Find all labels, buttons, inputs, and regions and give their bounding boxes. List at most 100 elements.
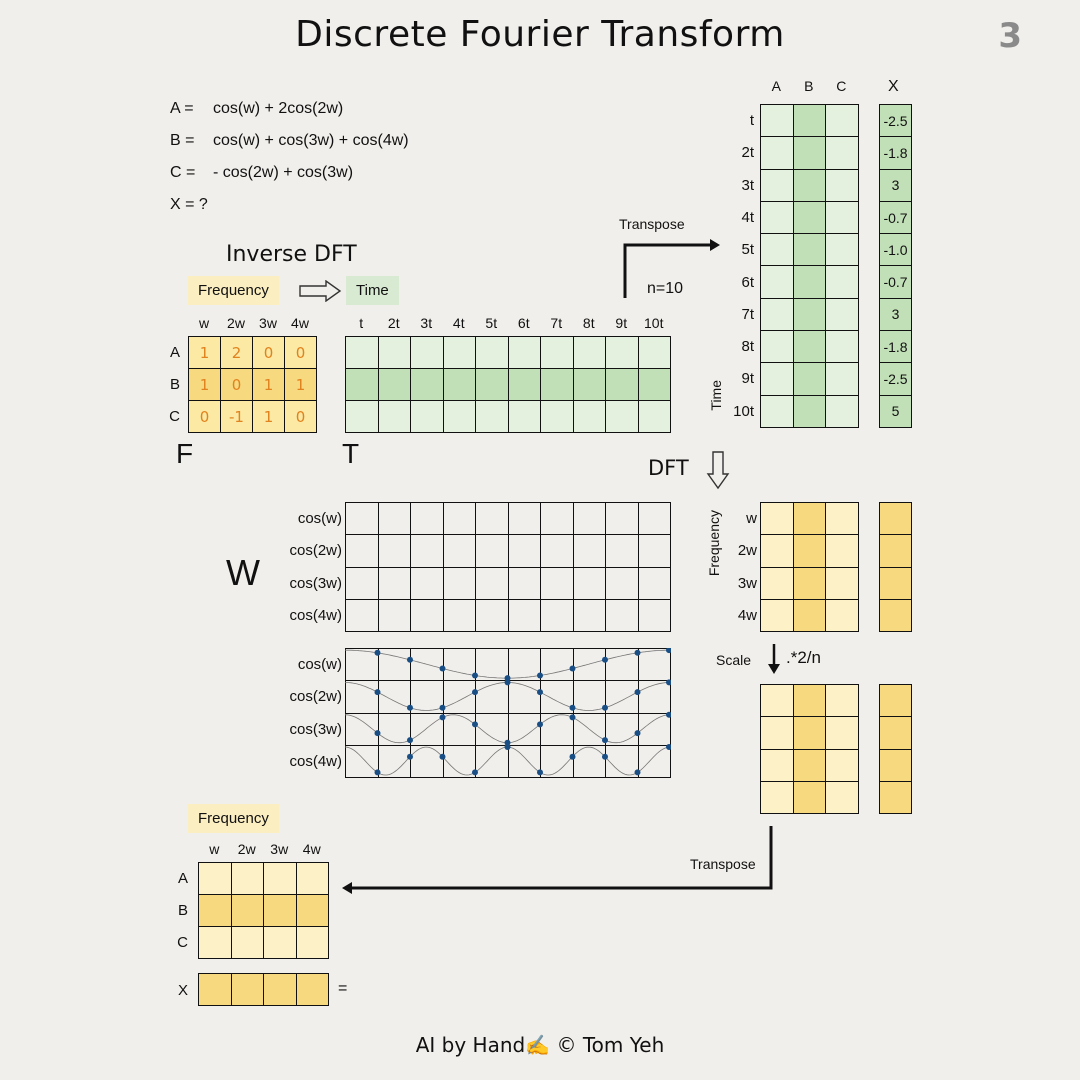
equals-sign: =: [338, 980, 348, 997]
cos-cell: [378, 713, 411, 746]
time-vertical-tag: Time: [708, 380, 724, 411]
w-cell: [443, 599, 476, 633]
cos-sample-dot: [634, 689, 641, 696]
cos-sample-dot: [374, 689, 381, 696]
cos-sample-dot: [472, 672, 478, 679]
equation-lhs: C =: [170, 164, 196, 181]
matrix-cell: [793, 599, 826, 633]
cos-sample-dot: [634, 769, 641, 776]
row-header: w: [746, 510, 757, 527]
cos-cell: [508, 745, 541, 779]
cos-sample-dot: [569, 753, 576, 760]
row-header: 7t: [741, 305, 754, 323]
f-cell: 1: [253, 401, 285, 433]
cos-sample-dot: [504, 744, 511, 750]
cos-sample-dot: [374, 649, 381, 656]
w-cell: [541, 503, 574, 536]
row-header: cos(4w): [289, 752, 342, 770]
row-header: C: [169, 408, 180, 425]
t-cell: [476, 401, 509, 433]
cos-sample-dot: [504, 679, 511, 686]
cos-sample-dot: [602, 753, 608, 760]
x-value-cell: -1.8: [880, 331, 912, 364]
scaled-x-vector: [879, 684, 912, 815]
column-header: B: [804, 78, 814, 94]
t-cell: [638, 401, 671, 433]
cos-sample-dot: [602, 737, 608, 744]
t-cell: [541, 369, 574, 401]
cos-sample-dot: [666, 679, 671, 686]
row-header: cos(2w): [289, 542, 342, 560]
t-cell: [346, 337, 379, 369]
cos-cell: [443, 713, 476, 746]
column-header: 8t: [582, 315, 595, 331]
column-header: 3t: [420, 315, 433, 331]
cos-cell: [476, 649, 509, 682]
column-header: 2t: [387, 315, 400, 331]
cos-sample-dot: [666, 744, 671, 750]
transpose-arrow-top: [623, 239, 720, 298]
cos-cell: [346, 745, 379, 779]
w-cell: [638, 535, 671, 568]
f-cell: 1: [253, 369, 285, 401]
matrix-cell: [761, 685, 794, 718]
output-cell: [264, 863, 297, 895]
column-header: 3w: [259, 315, 277, 331]
x-scaled-cell: [880, 717, 912, 750]
cos-cell: [573, 649, 606, 682]
row-header: 10t: [733, 402, 754, 420]
column-header: 4w: [302, 841, 321, 857]
tt-cell: [793, 234, 826, 267]
matrix-cell: [793, 503, 826, 536]
tt-cell: [793, 137, 826, 170]
w-cell: [346, 599, 379, 633]
w-cell: [573, 599, 606, 633]
transpose-label-top: Transpose: [619, 216, 685, 232]
row-header: cos(3w): [289, 574, 342, 592]
w-cell: [541, 567, 574, 600]
x-value-cell: -0.7: [880, 201, 912, 235]
tt-cell: [793, 298, 826, 332]
cos-cell: [573, 713, 606, 746]
cos-sample-dot: [537, 721, 543, 728]
cos-sample-dot: [504, 739, 511, 746]
tt-cell: [826, 169, 859, 202]
w-cell: [476, 567, 509, 600]
output-cell: [296, 863, 329, 895]
row-header: 2w: [737, 542, 757, 560]
output-cell: [264, 927, 297, 959]
row-header: cos(4w): [289, 606, 342, 624]
t-label: T: [342, 438, 360, 469]
f-cell: 0: [285, 337, 317, 369]
tt-cell: [761, 105, 794, 138]
t-cell: [508, 337, 541, 369]
column-header: 9t: [615, 315, 628, 331]
cos-cell: [443, 745, 476, 779]
t-cell: [638, 369, 671, 401]
tt-cell: [826, 137, 859, 170]
output-x-cell: [296, 974, 329, 1006]
transpose-label-bottom: Transpose: [690, 856, 756, 872]
w-cell: [378, 567, 411, 600]
w-cell: [476, 503, 509, 536]
w-cell: [443, 567, 476, 600]
w-cell: [443, 535, 476, 568]
cos-cell: [541, 681, 574, 714]
t-cell: [378, 337, 411, 369]
cos-cell: [476, 681, 509, 714]
cos-sample-dot: [472, 689, 478, 696]
tt-cell: [761, 298, 794, 332]
f-cell: 0: [221, 369, 253, 401]
row-header: 6t: [741, 273, 754, 291]
t-cell: [638, 337, 671, 369]
row-header: B: [169, 376, 180, 393]
tt-cell: [761, 201, 794, 235]
w-cell: [573, 567, 606, 600]
column-header: 6t: [517, 315, 530, 331]
row-header: 4t: [741, 208, 754, 226]
row-header: t: [749, 112, 754, 129]
cos-wave-plot: [345, 648, 671, 776]
dft-result-matrix: [760, 502, 859, 633]
cos-sample-dot: [666, 648, 671, 654]
